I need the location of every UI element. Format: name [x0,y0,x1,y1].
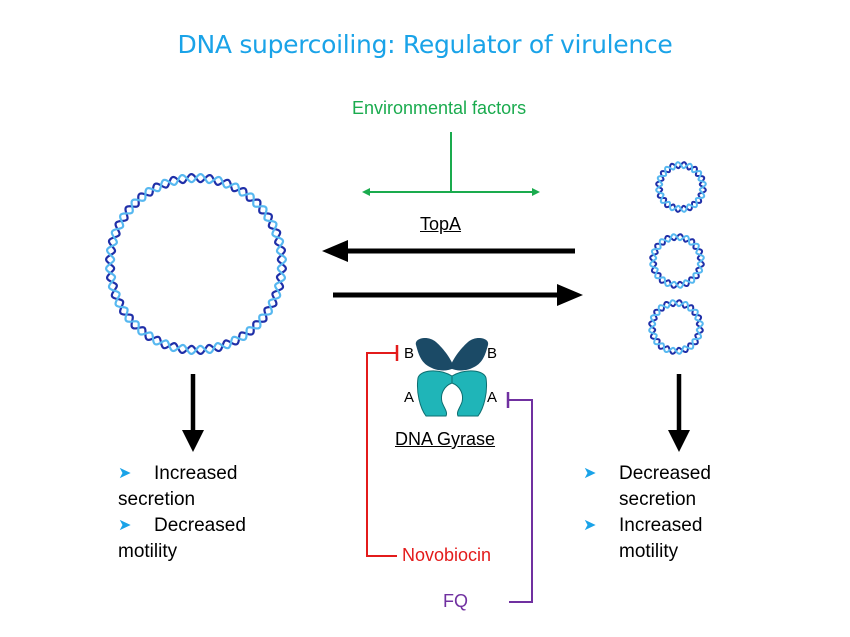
dna-gyrase-label: DNA Gyrase [395,429,496,449]
circular-dna-icon [105,173,287,355]
fq-label: FQ [443,591,468,611]
environmental-connector [362,132,540,196]
list-item-continuation: motility [583,539,711,565]
topa-label: TopA [420,214,462,234]
supercoiled-dna-icon [648,161,707,355]
gyrase-subunit-a-left: A [404,389,415,406]
arrowhead-bullet-icon: ➤ [583,517,597,534]
outcome-line: Decreased [619,463,711,484]
gyrase-arrow [333,284,583,306]
fq-inhibition-line [506,392,533,603]
list-item: ➤ Decreased [583,461,711,487]
outcome-line: secretion [118,489,196,510]
novobiocin-label: Novobiocin [402,545,492,565]
left-down-arrow [182,374,204,452]
arrowhead-bullet-icon: ➤ [583,465,597,482]
outcome-line: Increased [154,463,238,484]
environmental-factors-label: Environmental factors [352,98,527,118]
gyrase-subunit-a-right: A [487,389,498,406]
list-item: ➤ Increased [118,461,246,487]
gyrase-subunit-b-right: B [487,345,498,362]
left-outcome-list: ➤ Increased secretion ➤ Decreased motili… [118,461,246,565]
arrowhead-bullet-icon: ➤ [118,465,132,482]
list-item-continuation: motility [118,539,246,565]
right-down-arrow [668,374,690,452]
list-item-continuation: secretion [583,487,711,513]
outcome-line: Decreased [154,515,246,536]
outcome-line: motility [619,541,679,562]
dna-gyrase-icon [415,338,489,417]
list-item-continuation: secretion [118,487,246,513]
right-outcome-list: ➤ Decreased secretion ➤ Increased motili… [583,461,711,565]
outcome-line: secretion [619,489,697,510]
list-item: ➤ Increased [583,513,711,539]
gyrase-subunit-b-left: B [404,345,415,362]
novobiocin-inhibition-line [366,345,399,557]
arrowhead-bullet-icon: ➤ [118,517,132,534]
outcome-line: motility [118,541,178,562]
outcome-line: Increased [619,515,703,536]
topa-arrow [322,240,575,262]
list-item: ➤ Decreased [118,513,246,539]
page-title: DNA supercoiling: Regulator of virulence [177,30,673,59]
